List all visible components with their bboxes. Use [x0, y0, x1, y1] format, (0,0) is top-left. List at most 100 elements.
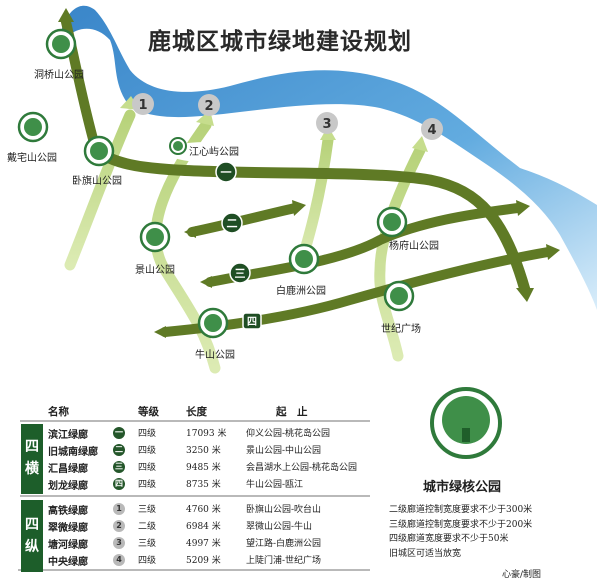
cell-length: 6984 米 — [186, 522, 221, 532]
marker-h2: 二 — [221, 212, 243, 234]
svg-text:2: 2 — [204, 99, 213, 114]
credit: 心豪/制图 — [502, 570, 542, 580]
table-row: 翠微绿廊 二级 6984 米 翠微山公园-牛山 2 — [18, 519, 374, 534]
corridor-h3 — [205, 203, 523, 287]
cell-name: 高铁绿廊 — [48, 506, 88, 517]
corridor-h1-arrow — [516, 288, 534, 302]
cell-level: 四级 — [138, 480, 157, 490]
cell-level: 三级 — [138, 505, 157, 515]
corridor-h4-tail — [154, 326, 166, 338]
svg-text:1: 1 — [138, 98, 147, 113]
cell-range: 翠微山公园-牛山 — [246, 522, 313, 532]
cell-level: 四级 — [138, 429, 157, 439]
corridor-badge: 四 — [113, 478, 125, 490]
svg-text:二: 二 — [227, 217, 238, 230]
svg-text:3: 3 — [322, 117, 331, 132]
park-daizhaishan: 戴宅山公园 — [7, 111, 57, 164]
table-row: 汇昌绿廊 四级 9485 米 会昌湖水上公园-桃花岛公园 三 — [18, 460, 374, 475]
corridor-badge: 1 — [113, 503, 125, 515]
legend-title: 城市绿核公园 — [423, 480, 502, 495]
cell-length: 17093 米 — [186, 429, 227, 439]
corridor-v4-arrow — [412, 136, 428, 152]
cell-length: 5209 米 — [186, 556, 221, 566]
cell-range: 卧旗山公园-吹台山 — [246, 505, 322, 515]
corridor-h4-arrow — [546, 244, 560, 260]
svg-text:江心屿公园: 江心屿公园 — [189, 146, 239, 158]
park-shiji: 世纪广场 — [381, 280, 421, 335]
corridor-h4 — [160, 247, 553, 337]
park-yangfushan: 杨府山公园 — [376, 206, 439, 252]
cell-length: 4760 米 — [186, 505, 221, 515]
cell-name: 翠微绿廊 — [48, 523, 88, 534]
table-row: 中央绿廊 四级 5209 米 上陡门浦-世纪广场 4 — [18, 553, 374, 568]
svg-text:洞桥山公园: 洞桥山公园 — [34, 69, 84, 81]
cell-level: 四级 — [138, 463, 157, 473]
cell-range: 牛山公园-瓯江 — [246, 480, 304, 490]
cell-range: 会昌湖水上公园-桃花岛公园 — [246, 463, 358, 473]
cell-name: 汇昌绿廊 — [48, 464, 88, 475]
cell-range: 望江路-白鹿洲公园 — [246, 539, 322, 549]
cell-name: 划龙绿廊 — [48, 481, 88, 492]
col-header-length: 长度 — [186, 406, 207, 418]
note-line: 三级廊道控制宽度要求不少于200米 — [389, 519, 533, 530]
table-row: 高铁绿廊 三级 4760 米 卧旗山公园-吹台山 1 — [18, 502, 374, 517]
col-header-name: 名称 — [48, 406, 69, 418]
note-line: 二级廊道控制宽度要求不少于300米 — [389, 505, 533, 515]
marker-v2: 2 — [198, 94, 220, 116]
cell-range: 上陡门浦-世纪广场 — [246, 556, 322, 566]
corridor-v3 — [296, 134, 334, 266]
corridor-badge: 三 — [113, 461, 125, 473]
corridor-badge: 2 — [113, 520, 125, 532]
cell-name: 中央绿廊 — [48, 557, 88, 568]
corridor-v1 — [64, 109, 136, 271]
table-row: 划龙绿廊 四级 8735 米 牛山公园-瓯江 四 — [18, 477, 374, 492]
corridor-badge: 4 — [113, 554, 125, 566]
corridor-h2-arrow — [292, 200, 306, 216]
svg-text:三: 三 — [235, 267, 246, 280]
page-title: 鹿城区城市绿地建设规划 — [148, 29, 412, 55]
cell-level: 四级 — [138, 446, 157, 456]
svg-text:卧旗山公园: 卧旗山公园 — [72, 174, 122, 187]
park-bailuzhou: 白鹿洲公园 — [276, 243, 326, 297]
river — [56, 5, 597, 310]
svg-text:白鹿洲公园: 白鹿洲公园 — [276, 284, 326, 297]
svg-text:景山公园: 景山公园 — [135, 264, 175, 276]
legend-notes: 二级廊道控制宽度要求不少于300米 三级廊道控制宽度要求不少于200米 四级廊道… — [389, 503, 532, 561]
marker-h4: 四 — [242, 312, 262, 330]
svg-text:杨府山公园: 杨府山公园 — [389, 239, 439, 252]
cell-name: 旧城南绿廊 — [48, 447, 98, 458]
corridor-badge: 一 — [113, 427, 125, 439]
marker-h3: 三 — [229, 262, 251, 284]
note-line: 旧城区可适当放宽 — [389, 548, 462, 559]
marker-v4: 4 — [421, 118, 443, 140]
svg-text:世纪广场: 世纪广场 — [381, 322, 421, 335]
svg-text:戴宅山公园: 戴宅山公园 — [7, 151, 57, 164]
marker-v3: 3 — [316, 112, 338, 134]
group-label-vertical: 四 纵 — [21, 500, 43, 572]
cell-length: 9485 米 — [186, 463, 221, 473]
corridor-badge: 二 — [113, 444, 125, 456]
corridor-badge: 3 — [113, 537, 125, 549]
park-woqishan: 卧旗山公园 — [72, 135, 122, 187]
cell-level: 二级 — [138, 522, 157, 532]
corridor-h2-tail — [184, 226, 196, 238]
corridor-h3-tail — [200, 276, 212, 288]
park-jiangxinyu: 江心屿公园 — [167, 137, 243, 162]
cell-level: 四级 — [138, 556, 157, 566]
park-niushan: 牛山公园 — [195, 307, 235, 361]
corridor-v4 — [374, 144, 426, 362]
cell-name: 塘河绿廊 — [48, 540, 88, 551]
corridor-h3-arrow — [516, 200, 530, 216]
cell-length: 8735 米 — [186, 480, 221, 490]
park-dongqiaoshan: 洞桥山公园 — [34, 28, 84, 81]
svg-text:四: 四 — [247, 316, 257, 328]
svg-text:4: 4 — [427, 123, 436, 138]
core-park-icon — [430, 387, 502, 459]
corridor-v1-top-arrow — [58, 8, 74, 22]
marker-h1: 一 — [215, 161, 237, 183]
svg-text:一: 一 — [221, 166, 232, 179]
corridor-h2 — [187, 203, 300, 237]
